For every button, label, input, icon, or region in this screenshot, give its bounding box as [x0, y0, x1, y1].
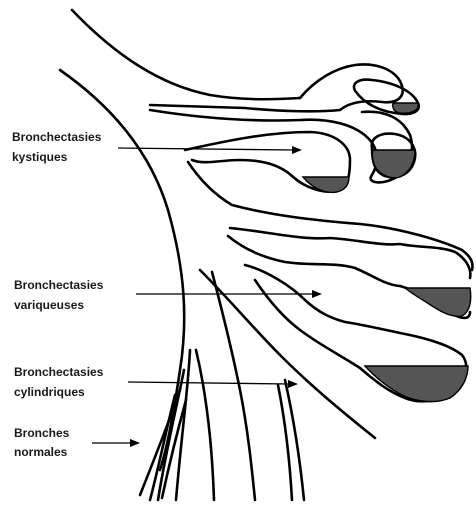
normal-bronchus-inner — [150, 395, 175, 500]
label-cylindriques-line1: Bronchectasies — [14, 365, 104, 379]
label-cylindriques-line2: cylindriques — [14, 385, 85, 399]
varicose-branch-upper-wall — [230, 228, 470, 278]
label-normales-line2: normales — [14, 445, 68, 459]
label-variqueuses-line1: Bronchectasies — [14, 278, 104, 292]
fluid-level-varicose-upper — [405, 288, 471, 316]
bronchial-tree — [60, 10, 473, 500]
label-kystiques-line1: Bronchectasies — [12, 130, 102, 144]
cylindrical-bronchus-right — [196, 350, 214, 500]
label-normales-line1: Bronches — [14, 426, 70, 440]
arrow-kystiques — [118, 148, 294, 150]
fluid-level-cyst-1 — [393, 103, 419, 113]
arrow-cylindriques — [128, 382, 290, 384]
fluid-level-cyst-3 — [303, 177, 349, 192]
label-kystiques-line2: kystiques — [12, 150, 68, 164]
arrowhead-normales — [130, 439, 140, 447]
arrowhead-variqueuses — [312, 290, 322, 298]
arrowhead-cylindriques — [288, 380, 298, 388]
label-variqueuses-line2: variqueuses — [14, 298, 84, 312]
arrowhead-kystiques — [292, 146, 302, 154]
trunk-right-wall — [72, 10, 300, 99]
fluid-levels — [303, 103, 471, 402]
branch-inner-wall-1 — [200, 270, 375, 438]
labels: Bronchectasies kystiques Bronchectasies … — [12, 130, 104, 459]
